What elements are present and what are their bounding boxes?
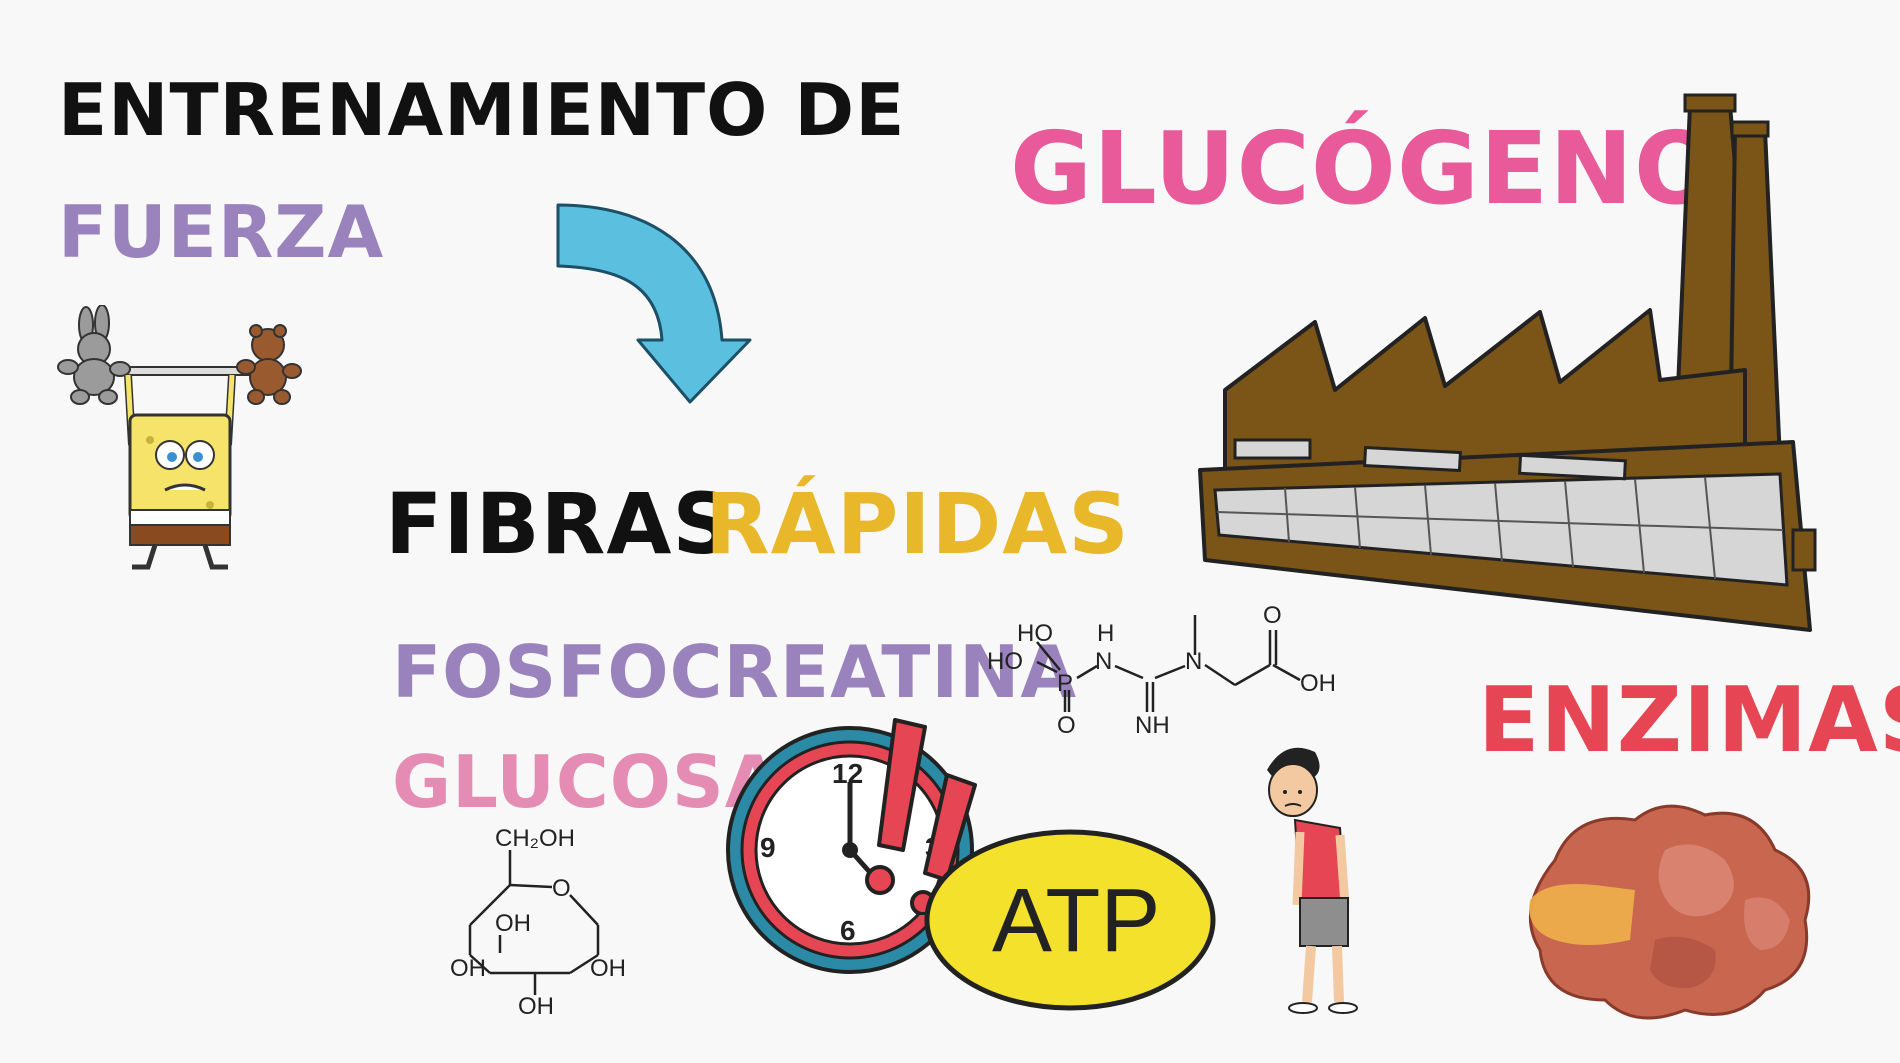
factory-icon — [1198, 93, 1817, 632]
p-label: P — [1057, 670, 1074, 697]
ho-left-label: HO — [987, 648, 1023, 675]
atp-badge: ATP — [920, 825, 1220, 1015]
oh-left-label: OH — [450, 955, 486, 982]
exclamation-icon — [865, 718, 977, 915]
atp-label: ATP — [992, 871, 1161, 971]
cartoon-weightlifter-icon — [57, 305, 302, 570]
enzimas-heading: ENZIMAS — [1478, 668, 1900, 773]
phosphocreatine-molecule: HO HO P O H N N NH O OH — [985, 600, 1365, 750]
ch2oh-label: CH₂OH — [495, 825, 575, 852]
clock-12: 12 — [832, 758, 864, 789]
nh-label: NH — [1135, 712, 1170, 739]
phosphocreatine-bonds — [1036, 615, 1301, 712]
oh-right-label: OH — [590, 955, 626, 982]
n2-label: N — [1185, 648, 1203, 675]
oh-inner-label: OH — [495, 910, 531, 937]
h-label: H — [1097, 620, 1115, 647]
enzyme-blob-icon — [1528, 804, 1811, 1020]
glucose-molecule: CH₂OH O OH OH OH OH — [440, 825, 640, 1020]
oh-label: OH — [1300, 670, 1336, 697]
rapidas-heading: RÁPIDAS — [705, 475, 1130, 573]
ho-top-label: HO — [1017, 620, 1053, 647]
glucose-bonds — [468, 850, 600, 995]
n1-label: N — [1095, 648, 1113, 675]
title-line-2: FUERZA — [58, 190, 385, 274]
clock-9: 9 — [760, 832, 776, 863]
tired-person-icon — [1267, 747, 1358, 1014]
curved-arrow-icon — [556, 203, 752, 404]
ring-o-label: O — [552, 875, 571, 902]
glucosa-heading: GLUCOSA — [392, 740, 782, 824]
o-bottom-label: O — [1057, 712, 1076, 739]
oh-bottom-label: OH — [518, 993, 554, 1020]
fosfocreatina-heading: FOSFOCREATINA — [392, 630, 1078, 714]
glucogeno-heading: GLUCÓGENO — [1010, 110, 1720, 227]
o-top-label: O — [1263, 602, 1282, 629]
clock-6: 6 — [840, 915, 856, 946]
title-line-1: ENTRENAMIENTO DE — [58, 68, 906, 152]
fibras-heading: FIBRAS — [385, 475, 734, 573]
